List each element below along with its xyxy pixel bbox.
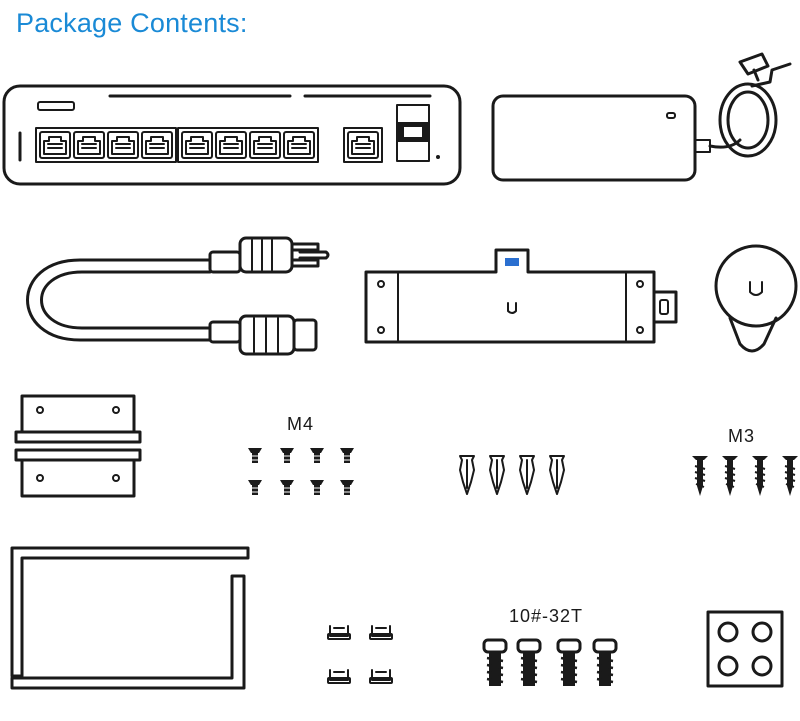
magnetic-mount-icon: [714, 244, 798, 353]
wall-anchors-icon: [459, 455, 565, 495]
m3-label: M3: [728, 426, 756, 446]
page-title: Package Contents:: [16, 8, 248, 38]
rubber-feet-icon: [706, 610, 784, 688]
l-shaped-brackets-icon: [10, 546, 250, 690]
cable-clips-icon: [327, 625, 393, 684]
10-32-screws-icon: [482, 638, 618, 688]
m3-screws-icon: [691, 455, 799, 497]
rack-ear-brackets-icon: [14, 394, 142, 498]
network-switch-icon: [2, 84, 462, 186]
m4-screws-icon: [247, 447, 355, 496]
power-adapter-icon: [491, 52, 792, 182]
power-cord-icon: [26, 236, 330, 356]
m4-label: M4: [287, 414, 315, 434]
mounting-bracket-plate-icon: [364, 248, 678, 344]
screw-10-32-label: 10#-32T: [509, 606, 584, 626]
